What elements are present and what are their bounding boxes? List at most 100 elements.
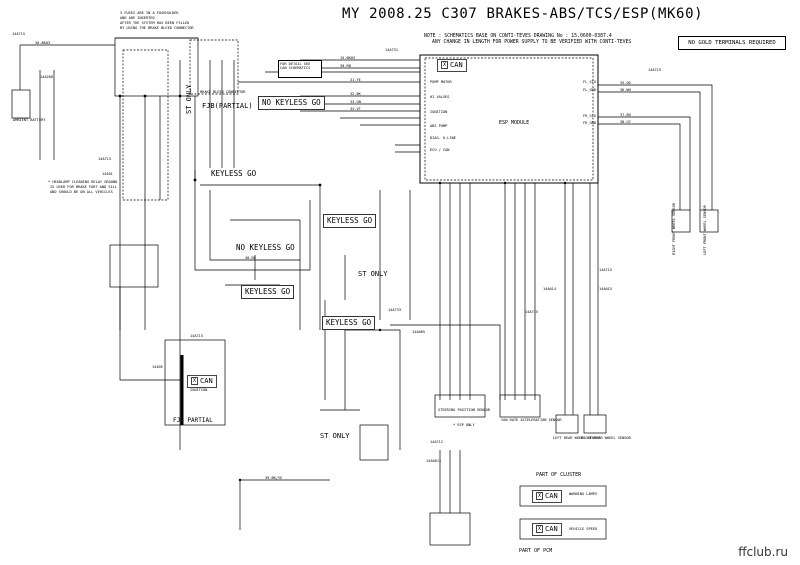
wire-label-10: 37-BU — [620, 113, 631, 117]
code-14a014: 14A014 — [543, 287, 556, 291]
fjb-ignition-label: IGNITION — [190, 388, 208, 392]
left-rear-sensor-outline — [555, 414, 579, 434]
code-14a715-top: 14A715 — [12, 32, 25, 36]
wire-label-13: 40-RD — [245, 256, 256, 260]
code-14a715-c: 14A715 — [525, 310, 538, 314]
headlamp-note-3: AND SHOULD BE ON ALL VEHICLES — [50, 190, 113, 194]
wire-label-7: 34-VT — [350, 107, 361, 111]
headlamp-note-2: IS USED FOR BRAKE FORT AND SILL — [50, 185, 118, 189]
code-14a715-mid: 14A715 — [98, 157, 111, 161]
code-14a005: 14A005 — [412, 330, 425, 334]
esp-module-outline — [419, 54, 599, 184]
left-front-sensor-outline — [699, 209, 719, 233]
wire-label-2: 15-BK03 — [340, 56, 356, 60]
ambient-battery-label: AMBIENT BATTERY — [13, 118, 46, 122]
wire-label-3: 30-RB — [340, 64, 351, 68]
st-only-vertical-label: ST ONLY — [185, 84, 193, 114]
for-detail-text: FOR DETAIL SEE — [280, 62, 311, 66]
steering-sensor-label: STEERING POSITION SENSOR — [438, 408, 490, 412]
yaw-sensor-outline — [499, 394, 541, 418]
fjb-partial-bottom-label: FJB PARTIAL — [173, 417, 213, 424]
pcm-can-label: CAN — [545, 525, 558, 533]
no-gold-terminals-box: NO GOLD TERMINALS REQUIRED — [678, 36, 786, 50]
yaw-rate-label: YAW RATE ACCELERATION SENSOR — [501, 418, 562, 422]
vehicle-speed-label: VEHICLE SPEED — [569, 527, 598, 531]
code-14405: 14405 — [152, 365, 163, 369]
keyless-go-right: KEYLESS GO — [323, 214, 377, 228]
ambient-battery-outline — [11, 89, 31, 119]
fjb-partial-bottom-outline — [164, 339, 226, 426]
wire-label-12: 39-BK/YE — [265, 476, 283, 480]
right-front-label: RIGHT FRONT WHEEL SENSOR — [672, 203, 676, 255]
can-x-icon-2: X — [191, 377, 199, 385]
wire-label-1: 30-BK03 — [35, 41, 51, 45]
esp-only-label: * ESP ONLY — [453, 423, 475, 427]
steering-sensor-outline — [434, 394, 486, 418]
pin-pump-motor: PUMP MOTOR — [430, 80, 452, 84]
code-14a280: 14A280 — [40, 75, 53, 79]
pin-abs-pump: ABS PUMP — [430, 124, 448, 128]
can-x-icon-3: X — [536, 492, 544, 500]
right-rear-sensor-outline — [583, 414, 607, 434]
fuse-note-2: AND ARE INSERTED — [120, 16, 155, 20]
wire-label-8: 35-OG — [620, 81, 631, 85]
keyless-go-bottom: KEYLESS GO — [322, 316, 376, 330]
watermark: ffclub.ru — [734, 543, 792, 561]
code-14a712: 14A712 — [430, 440, 443, 444]
brake-bleed-connector-label: BRAKE BLEED CONNECTOR — [200, 90, 246, 94]
code-14a715-low: 14A715 — [190, 334, 203, 338]
esp-pin-fl-sig: FL_SIG — [583, 80, 596, 84]
code-14a715-d: 14A715 — [599, 268, 612, 272]
esp-can-label: CAN — [450, 61, 463, 69]
wire-label-5: 32-BK — [350, 92, 361, 96]
keyless-go-mid: KEYLESS GO — [208, 168, 260, 180]
right-rear-label: RIGHT REAR WHEEL SENSOR — [581, 436, 631, 440]
st-only-mid: ST ONLY — [358, 270, 388, 278]
wire-label-4: 31-YE — [350, 78, 361, 82]
esp-pin-fr-sig: FR_SIG — [583, 114, 596, 118]
code-14a6011: 14A6011 — [426, 459, 442, 463]
fjb-inner-outline — [122, 49, 169, 201]
st-only-switch-outline — [359, 424, 389, 461]
no-keyless-go-top: NO KEYLESS GO — [258, 96, 325, 110]
no-keyless-go-mid: NO KEYLESS GO — [233, 242, 298, 254]
pin-diag-k: DIAG. K-LINE — [430, 136, 456, 140]
fuse-note-1: 3 FUSES ARE IN A FUSEHOLDER — [120, 11, 179, 15]
pcm-box-outline — [519, 518, 607, 540]
code-14a731: 14A731 — [385, 48, 398, 52]
ignition-switch-outline — [109, 244, 159, 288]
can-schematics-text: CAN SCHEMATICS — [280, 66, 311, 71]
wire-label-9: 36-WH — [620, 88, 631, 92]
warning-lamps-label: WARNING LAMPS — [569, 492, 598, 496]
left-front-label: LEFT FRONT WHEEL SENSOR — [703, 205, 707, 255]
esp-pin-fr-gnd: FR_GND — [583, 121, 596, 125]
note-line-1: NOTE : SCHEMATICS BASE ON CONTI-TEVES DR… — [424, 34, 612, 39]
st-only-bottom: ST ONLY — [320, 432, 350, 440]
cluster-can-label: CAN — [545, 492, 558, 500]
pin-hi-valves: HI VALVES — [430, 95, 450, 99]
code-14a015: 14A015 — [599, 287, 612, 291]
diagram-title: MY 2008.25 C307 BRAKES-ABS/TCS/ESP(MK60) — [342, 6, 704, 22]
pin-ecu-can: ECU / CAN — [430, 148, 450, 152]
fuse-holder-outline — [189, 39, 239, 95]
for-detail-box: FOR DETAIL SEE CAN SCHEMATICS — [278, 60, 322, 78]
pin-ignition: IGNITION — [430, 110, 448, 114]
wire-label-6: 33-GN — [350, 100, 361, 104]
note-line-2: ANY CHANGE IN LENGTH FOR POWER SUPPLY TO… — [432, 40, 632, 45]
left-rear-label: LEFT REAR WHEEL SENSOR — [553, 436, 601, 440]
headlamp-note-1: * HEADLAMP CLEANING RELAY GROUND — [48, 180, 118, 184]
keyless-go-low: KEYLESS GO — [241, 285, 295, 299]
wire-label-11: 38-GY — [620, 120, 631, 124]
fuse-note-4: BY USING THE BRAKE BLEED CONNECTOR — [120, 26, 194, 30]
fuse-note-3: AFTER THE SYSTEM HAS BEEN FILLED — [120, 21, 190, 25]
fjb-partial-label: FJB(PARTIAL) — [202, 102, 253, 110]
code-14a715-right: 14A715 — [648, 68, 661, 72]
part-of-pcm-label: PART OF PCM — [519, 548, 553, 554]
code-14a733: 14A733 — [388, 308, 401, 312]
right-front-sensor-outline — [671, 209, 691, 233]
cluster-box-outline — [519, 485, 607, 507]
